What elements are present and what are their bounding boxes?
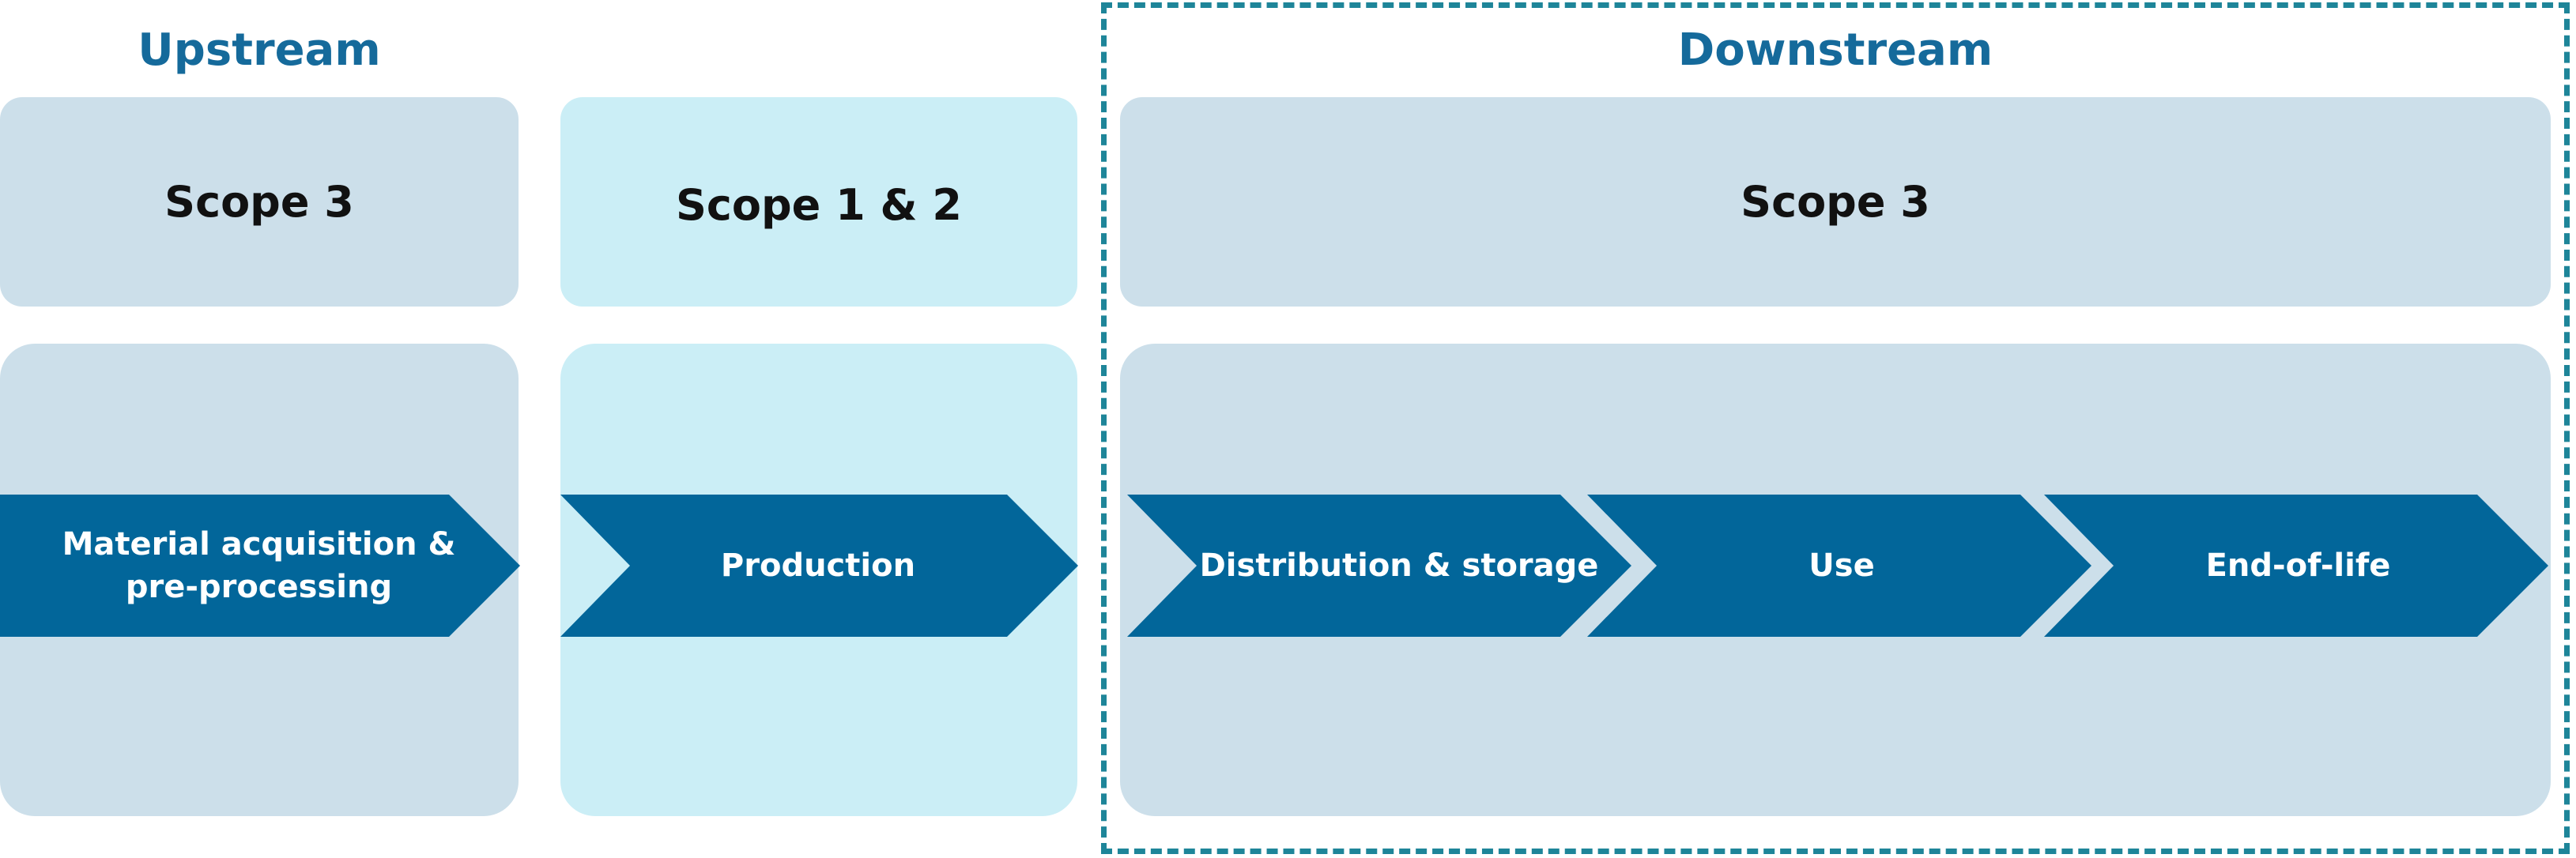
- stage-production: Production: [720, 548, 916, 584]
- stage-end-of-life: End-of-life: [2205, 548, 2391, 584]
- direct-scope-panel: Scope 1 & 2: [560, 97, 1077, 307]
- downstream-scope-label: Scope 3: [1741, 177, 1930, 227]
- stage-distribution-storage: Distribution & storage: [1199, 548, 1599, 584]
- stage-material-acquisition-line2: pre-processing: [125, 569, 393, 605]
- stage-use: Use: [1808, 548, 1875, 584]
- direct-scope-label: Scope 1 & 2: [676, 180, 962, 230]
- upstream-scope-panel: Scope 3: [0, 97, 519, 307]
- stage-material-acquisition-line1: Material acquisition &: [62, 526, 456, 563]
- arrow-production: [560, 495, 1078, 637]
- upstream-scope-label: Scope 3: [164, 177, 354, 227]
- upstream-heading: Upstream: [138, 24, 381, 76]
- arrow-material-acquisition: [0, 495, 520, 637]
- arrow-use: [1587, 495, 2091, 637]
- arrow-distribution-storage: [1127, 495, 1631, 637]
- arrow-end-of-life: [2044, 495, 2548, 637]
- downstream-boundary: [1101, 2, 2570, 854]
- downstream-scope-panel: Scope 3: [1120, 97, 2551, 307]
- downstream-heading: Downstream: [1677, 24, 1993, 76]
- stage-material-acquisition: Material acquisition & pre-processing: [47, 495, 470, 637]
